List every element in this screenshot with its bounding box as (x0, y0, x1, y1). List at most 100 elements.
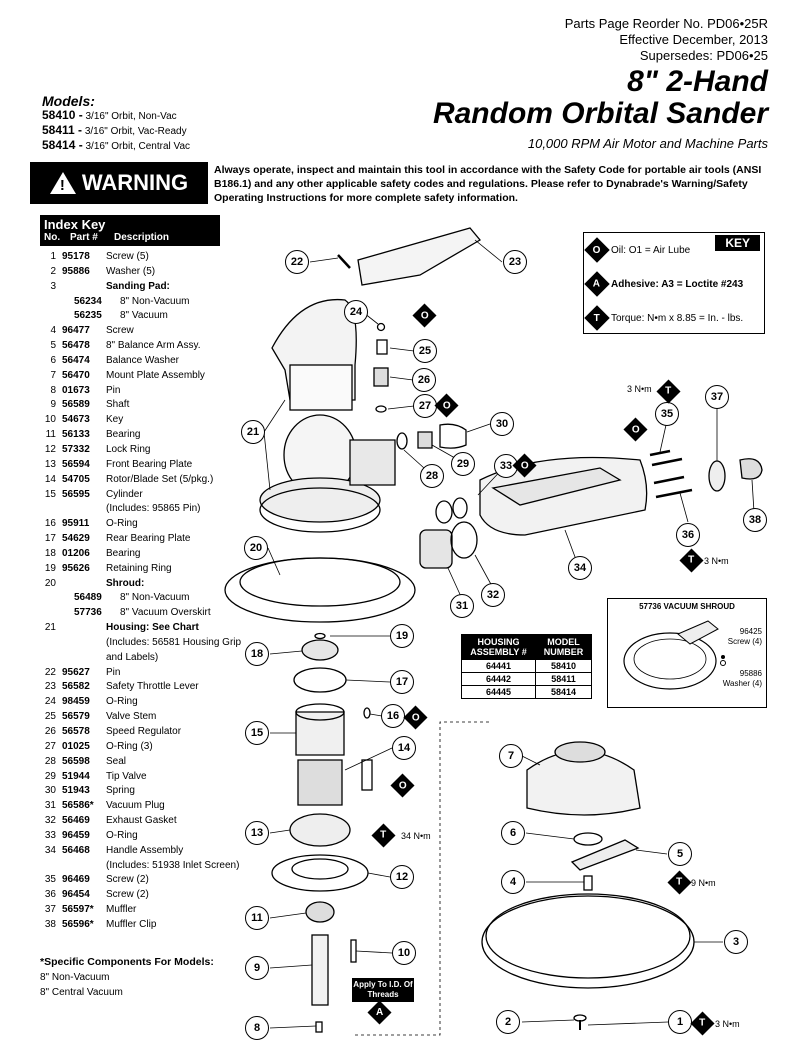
model-item: 58414 - 3/16" Orbit, Central Vac (42, 138, 191, 152)
key-adhesive: A Adhesive: A3 = Loctite #243 (584, 271, 743, 297)
subtitle: 10,000 RPM Air Motor and Machine Parts (527, 136, 768, 151)
oil-symbol-icon: O (434, 393, 459, 418)
key-label: KEY (715, 235, 760, 251)
callout-11: 11 (245, 906, 269, 930)
models-heading: Models: (42, 93, 95, 109)
oil-symbol-icon: O (390, 773, 415, 798)
torque-symbol-icon: T (667, 870, 692, 895)
callout-17: 17 (390, 670, 414, 694)
model-item: 58410 - 3/16" Orbit, Non-Vac (42, 108, 177, 122)
callout-30: 30 (490, 412, 514, 436)
adhesive-symbol-icon: A (367, 1000, 392, 1025)
torque-35: 3 N•m (627, 384, 652, 394)
torque-13: 34 N•m (401, 831, 431, 841)
callout-1: 1 (668, 1010, 692, 1034)
effective-date: Effective December, 2013 (619, 32, 768, 47)
specific-heading: *Specific Components For Models: (40, 956, 214, 968)
callout-27: 27 (413, 394, 437, 418)
table-row: and Labels) (106, 651, 159, 663)
callout-24: 24 (344, 300, 368, 324)
callout-31: 31 (450, 594, 474, 618)
torque-symbol-icon: T (679, 548, 704, 573)
callout-12: 12 (390, 865, 414, 889)
oil-symbol-icon: O (403, 705, 428, 730)
callout-22: 22 (285, 250, 309, 274)
oil-symbol-icon: O (623, 417, 648, 442)
callout-20: 20 (244, 536, 268, 560)
shroud-inset-title: 57736 VACUUM SHROUD (639, 602, 735, 611)
callout-9: 9 (245, 956, 269, 980)
callout-3: 3 (724, 930, 748, 954)
shroud-drawing (623, 620, 726, 690)
index-key-header: Index Key No. Part # Description (40, 215, 220, 246)
callout-32: 32 (481, 583, 505, 607)
callout-5: 5 (668, 842, 692, 866)
torque-4: 9 N•m (691, 878, 716, 888)
callout-14: 14 (392, 736, 416, 760)
callout-38: 38 (743, 508, 767, 532)
housing-col-header: HOUSING ASSEMBLY # (461, 634, 536, 660)
torque-symbol-icon: T (690, 1011, 715, 1036)
table-row: (Includes: 56581 Housing Grip (106, 636, 242, 648)
callout-26: 26 (412, 368, 436, 392)
index-key-title: Index Key (44, 217, 106, 232)
callout-19: 19 (390, 624, 414, 648)
oil-symbol-icon: O (512, 453, 537, 478)
callout-37: 37 (705, 385, 729, 409)
callout-15: 15 (245, 721, 269, 745)
callout-8: 8 (245, 1016, 269, 1040)
callout-4: 4 (501, 870, 525, 894)
warning-banner: ! WARNING (30, 162, 208, 204)
title-line2: Random Orbital Sander (432, 97, 768, 130)
callout-29: 29 (451, 452, 475, 476)
reorder-number: Parts Page Reorder No. PD06•25R (564, 16, 768, 31)
callout-25: 25 (413, 339, 437, 363)
callout-35: 35 (655, 402, 679, 426)
callout-23: 23 (503, 250, 527, 274)
torque-1: 3 N•m (715, 1019, 740, 1029)
callout-6: 6 (501, 821, 525, 845)
threads-note: Apply To I.D. Of Threads (352, 978, 414, 1002)
callout-13: 13 (245, 821, 269, 845)
index-key-columns: No. Part # Description (44, 232, 170, 243)
adhesive-symbol-icon: A (584, 271, 610, 297)
callout-34: 34 (568, 556, 592, 580)
warning-icon: ! (49, 172, 76, 194)
table-row: (Includes: 95865 Pin) (106, 503, 201, 515)
specific-components: *Specific Components For Models: 8" Non-… (40, 956, 214, 998)
callout-2: 2 (496, 1010, 520, 1034)
key-oil: O Oil: O1 = Air Lube (584, 237, 690, 263)
